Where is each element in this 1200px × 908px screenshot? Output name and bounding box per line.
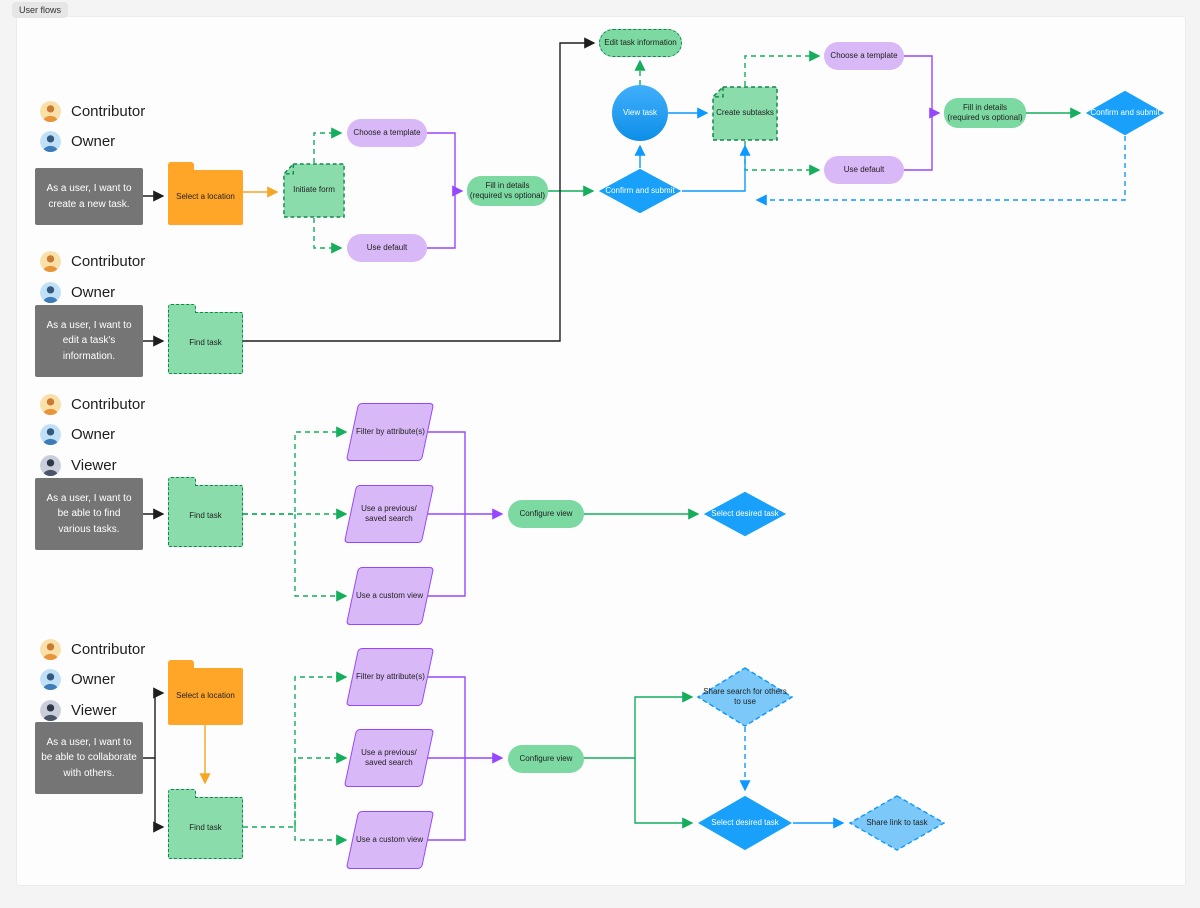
node-confirm-submit-1[interactable]: Confirm and submit	[598, 168, 682, 214]
node-share-link-to-task[interactable]: Share link to task	[849, 795, 945, 851]
role-owner[interactable]: Owner	[40, 282, 115, 303]
owner-avatar-icon	[40, 669, 61, 690]
node-create-subtasks[interactable]: Create subtasks	[712, 86, 778, 141]
role-label: Owner	[71, 133, 116, 150]
node-fill-details-1[interactable]: Fill in details (required vs optional)	[467, 176, 548, 206]
role-label: Contributor	[71, 396, 146, 413]
contributor-avatar-icon	[40, 251, 61, 272]
role-label: Viewer	[71, 457, 117, 474]
story-create-task[interactable]: As a user, I want to create a new task.	[35, 168, 143, 225]
node-select-location-2[interactable]: Select a location	[168, 660, 243, 725]
folder-tab	[167, 477, 196, 486]
owner-avatar-icon	[40, 424, 61, 445]
contributor-avatar-icon	[40, 394, 61, 415]
node-select-location-1[interactable]: Select a location	[168, 162, 243, 225]
role-viewer[interactable]: Viewer	[40, 700, 117, 721]
role-label: Contributor	[71, 253, 146, 270]
role-label: Owner	[71, 671, 116, 688]
node-configure-view-2[interactable]: Configure view	[508, 745, 584, 773]
node-select-desired-task-1[interactable]: Select desired task	[703, 491, 787, 537]
role-label: Contributor	[71, 641, 146, 658]
story-collaborate[interactable]: As a user, I want to be able to collabor…	[35, 722, 143, 794]
node-custom-view-2[interactable]: Use a custom view	[345, 811, 435, 869]
node-confirm-submit-2[interactable]: Confirm and submit	[1085, 90, 1165, 136]
node-previous-saved-search-2[interactable]: Use a previous/ saved search	[343, 729, 435, 787]
node-custom-view-1[interactable]: Use a custom view	[345, 567, 435, 625]
viewer-avatar-icon	[40, 700, 61, 721]
role-label: Owner	[71, 426, 116, 443]
node-filter-attributes-2[interactable]: Filter by attribute(s)	[345, 648, 435, 706]
role-owner[interactable]: Owner	[40, 131, 115, 152]
role-contributor[interactable]: Contributor	[40, 251, 145, 272]
role-label: Viewer	[71, 702, 117, 719]
role-contributor[interactable]: Contributor	[40, 394, 145, 415]
node-find-task-3[interactable]: Find task	[167, 789, 243, 859]
role-label: Contributor	[71, 103, 146, 120]
node-find-task-2[interactable]: Find task	[167, 477, 243, 547]
node-choose-template-2[interactable]: Choose a template	[824, 42, 904, 70]
role-contributor[interactable]: Contributor	[40, 101, 145, 122]
page-title-chip[interactable]: User flows	[12, 2, 69, 18]
story-edit-task[interactable]: As a user, I want to edit a task's infor…	[35, 305, 143, 377]
node-use-default-2[interactable]: Use default	[824, 156, 904, 184]
owner-avatar-icon	[40, 131, 61, 152]
viewer-avatar-icon	[40, 455, 61, 476]
node-use-default-1[interactable]: Use default	[347, 234, 427, 262]
role-label: Owner	[71, 284, 116, 301]
node-find-task-1[interactable]: Find task	[167, 304, 243, 374]
folder-tab	[167, 304, 196, 313]
role-contributor[interactable]: Contributor	[40, 639, 145, 660]
folder-tab	[168, 162, 194, 171]
node-edit-task-information[interactable]: Edit task information	[599, 29, 682, 57]
role-owner[interactable]: Owner	[40, 424, 115, 445]
node-initiate-form[interactable]: Initiate form	[283, 163, 345, 218]
folder-tab	[168, 660, 194, 669]
role-viewer[interactable]: Viewer	[40, 455, 117, 476]
contributor-avatar-icon	[40, 639, 61, 660]
canvas-background	[16, 16, 1186, 886]
node-choose-template-1[interactable]: Choose a template	[347, 119, 427, 147]
story-find-tasks[interactable]: As a user, I want to be able to find var…	[35, 478, 143, 550]
role-owner[interactable]: Owner	[40, 669, 115, 690]
node-filter-attributes-1[interactable]: Filter by attribute(s)	[345, 403, 435, 461]
node-view-task[interactable]: View task	[612, 85, 668, 141]
node-share-search[interactable]: Share search for others to use	[697, 667, 793, 727]
node-previous-saved-search-1[interactable]: Use a previous/ saved search	[343, 485, 435, 543]
node-configure-view-1[interactable]: Configure view	[508, 500, 584, 528]
contributor-avatar-icon	[40, 101, 61, 122]
owner-avatar-icon	[40, 282, 61, 303]
folder-tab	[167, 789, 196, 798]
node-select-desired-task-2[interactable]: Select desired task	[697, 795, 793, 851]
node-fill-details-2[interactable]: Fill in details (required vs optional)	[944, 98, 1026, 128]
